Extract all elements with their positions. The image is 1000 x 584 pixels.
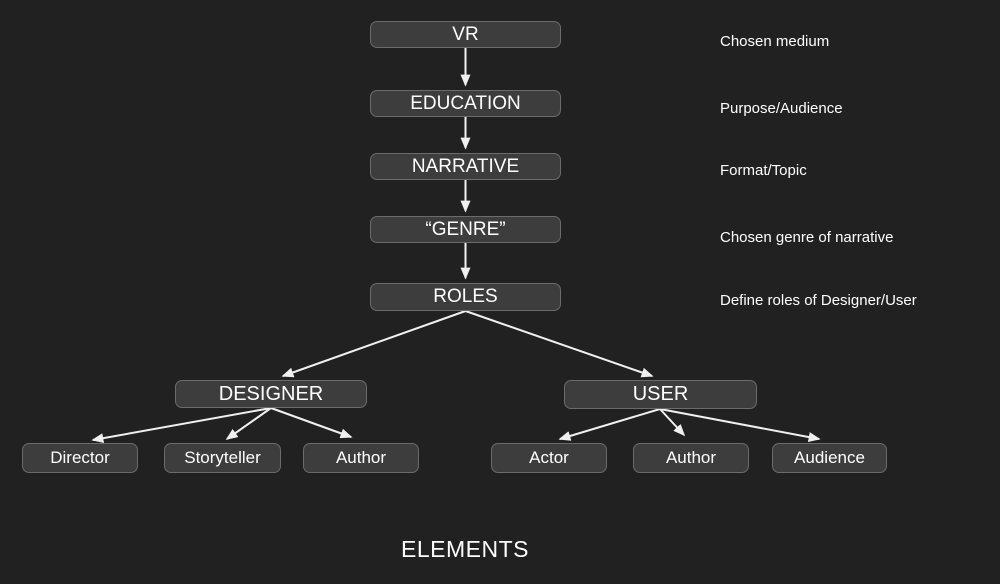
- node-director: Director: [22, 443, 138, 473]
- node-author-designer: Author: [303, 443, 419, 473]
- annotation-format-topic: Format/Topic: [720, 162, 807, 179]
- node-author-user: Author: [633, 443, 749, 473]
- node-genre: “GENRE”: [370, 216, 561, 243]
- node-narrative: NARRATIVE: [370, 153, 561, 180]
- edge-user-actor: [558, 408, 661, 441]
- annotation-define-roles: Define roles of Designer/User: [720, 292, 917, 309]
- annotation-purpose-audience: Purpose/Audience: [720, 100, 843, 117]
- node-vr: VR: [370, 21, 561, 48]
- edge-roles-designer: [281, 310, 466, 378]
- node-designer: DESIGNER: [175, 380, 367, 408]
- node-storyteller: Storyteller: [164, 443, 281, 473]
- edge-designer-director: [91, 407, 272, 444]
- edge-designer-storyteller: [225, 407, 272, 440]
- edge-designer-author: [270, 407, 353, 439]
- node-audience: Audience: [772, 443, 887, 473]
- node-actor: Actor: [491, 443, 607, 473]
- node-user: USER: [564, 380, 757, 409]
- diagram-title: ELEMENTS: [401, 536, 529, 562]
- node-roles: ROLES: [370, 283, 561, 311]
- annotation-chosen-medium: Chosen medium: [720, 33, 830, 50]
- edge-user-audience: [659, 408, 821, 442]
- edge-user-author: [659, 408, 686, 437]
- node-education: EDUCATION: [370, 90, 561, 117]
- edge-roles-user: [465, 310, 654, 378]
- annotation-chosen-genre: Chosen genre of narrative: [720, 229, 894, 246]
